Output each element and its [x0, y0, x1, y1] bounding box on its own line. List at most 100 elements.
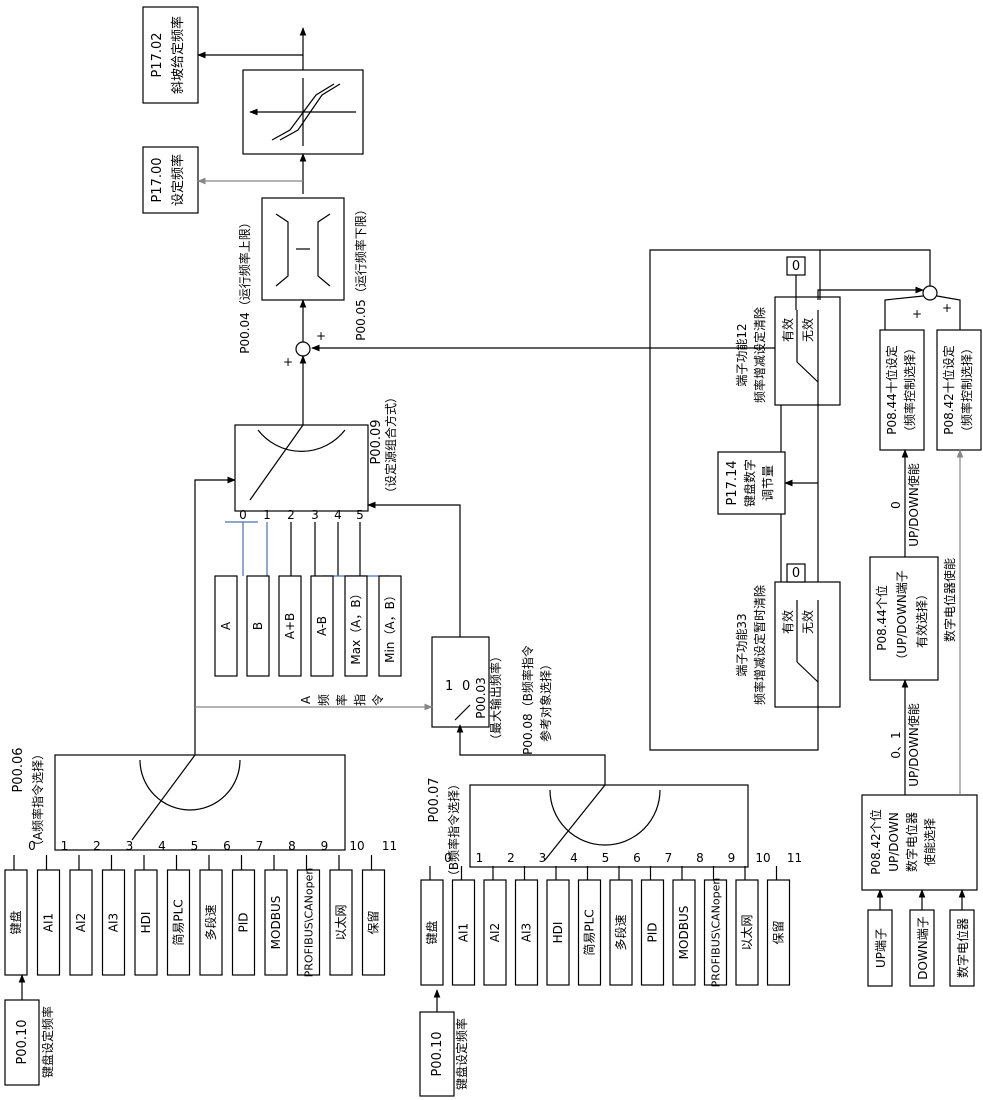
selA-option-7: PID — [231, 869, 256, 976]
a-cmd-char-4: 令 — [370, 694, 385, 706]
selA-pos-10: 10 — [349, 839, 364, 853]
combiner-pos-3: 3 — [311, 508, 319, 522]
selA-option-6: 多段速 — [199, 869, 223, 976]
limiter-upper-label: P00.04（运行频率上限） — [237, 216, 252, 354]
input-pot-box: 数字电位器 — [949, 909, 975, 987]
signal-updown-label-top: UP/DOWN使能 — [906, 463, 921, 547]
to-ud-sum-arrow — [817, 286, 924, 300]
input-pot-label: 数字电位器 — [955, 918, 970, 978]
combiner-option-label-2: A+B — [283, 613, 297, 640]
terminal33-on: 有效 — [780, 610, 795, 634]
switch-ref-label1: P00.08（B频率指令 — [520, 645, 535, 755]
terminal12-title: 端子功能12 — [735, 323, 749, 386]
selB-pos-9: 9 — [728, 851, 736, 865]
selA-pos-2: 2 — [93, 839, 101, 853]
combiner-option-label-3: A-B — [315, 616, 329, 636]
selA-option-label-9: PROFIBUS\CANopen — [303, 868, 316, 978]
selB-option-10: 以太网 — [735, 879, 759, 986]
selB-pos-5: 5 — [602, 851, 610, 865]
selA-pos-0: 0 — [28, 839, 36, 853]
selB-pos-4: 4 — [570, 851, 578, 865]
p1714-desc2: 调节量 — [761, 465, 775, 501]
selB-option-4: HDI — [546, 879, 570, 986]
selA-option-0: 键盘 — [4, 869, 28, 976]
combiner-option-label-5: Min（A，B） — [383, 589, 397, 663]
selB-option-label-0: 键盘 — [424, 920, 439, 944]
a-cmd-char-3: 指 — [352, 694, 367, 706]
p0842-unit-line4: 使能选择 — [922, 818, 937, 866]
selector-a-desc: （A频率指令选择） — [30, 748, 45, 852]
p0842-unit-line3: 数字电位器 — [904, 812, 919, 872]
selA-option-label-2: AI2 — [74, 913, 88, 932]
selector-a-block — [54, 754, 346, 851]
p1702-code: P17.02 — [150, 32, 165, 77]
selA-pos-11: 11 — [382, 839, 397, 853]
ud-sum-out-line — [820, 249, 931, 286]
p1714-desc1: 键盘数字 — [742, 459, 757, 507]
selB-option-8: MODBUS — [672, 879, 696, 986]
combiner-desc: （设定源组合方式） — [383, 391, 398, 499]
p0842-unit-box: P08.42个位 UP/DOWN 数字电位器 使能选择 — [861, 794, 978, 891]
terminal33-title: 端子功能33 — [735, 613, 749, 676]
selA-option-11: 保留 — [361, 869, 386, 976]
signal-updown-01: 0、1 — [889, 731, 903, 758]
selB-pos-7: 7 — [665, 851, 673, 865]
selA-pos-3: 3 — [126, 839, 134, 853]
selB-option-label-2: AI2 — [488, 923, 502, 942]
combiner-option-0: A — [214, 575, 238, 677]
selB-pos-2: 2 — [507, 851, 515, 865]
terminal33-subtitle: 频率增减设定暂时清除 — [752, 585, 767, 705]
selector-b-desc: （B频率指令选择） — [446, 778, 461, 882]
selB-pos-10: 10 — [755, 851, 770, 865]
selector-b-keypad-box: P00.10 键盘设定频率 — [419, 1011, 469, 1097]
selA-option-9: PROFIBUS\CANopen — [296, 868, 321, 978]
selector-a-keypad-box: P00.10 键盘设定频率 — [4, 999, 55, 1086]
combiner-pos-0: 0 — [239, 508, 247, 522]
p0844ten-to-sum-line — [884, 295, 924, 330]
selA-option-10: 以太网 — [329, 869, 353, 976]
p0844-ten-desc: （频率控制选择） — [902, 342, 917, 438]
selB-option-label-11: 保留 — [772, 920, 786, 944]
selB-pos-11: 11 — [787, 851, 802, 865]
switch-into-combiner-arrow — [367, 501, 461, 645]
selB-option-0: 键盘 — [420, 879, 444, 986]
combiner-pos-4: 4 — [334, 508, 342, 522]
combiner-pos-5: 5 — [356, 508, 364, 522]
selA-option-label-10: 以太网 — [333, 904, 348, 940]
signal-updown-label-bottom: UP/DOWN使能 — [906, 703, 921, 787]
selA-option-label-7: PID — [237, 912, 251, 932]
p0844-unit-box: P08.44个位 （UP/DOWN端子 有效选择） — [869, 556, 939, 681]
selA-option-label-11: 保留 — [367, 910, 381, 934]
combiner-option-3: A-B — [310, 575, 334, 677]
terminal33-switch — [774, 563, 841, 708]
input-down-box: DOWN端子 — [909, 909, 935, 987]
combiner-option-label-4: Max（A，B） — [349, 587, 363, 664]
selA-option-label-6: 多段速 — [203, 904, 218, 940]
selA-pos-7: 7 — [256, 839, 264, 853]
combiner-pos-1: 1 — [263, 508, 271, 522]
selA-pos-4: 4 — [158, 839, 166, 853]
selB-pos-0: 0 — [444, 851, 452, 865]
switch-ref-label2: 参考对象选择） — [538, 658, 553, 742]
p0842ten-to-sum-line — [936, 295, 961, 330]
selB-option-label-4: HDI — [551, 922, 565, 944]
selector-b-code: P00.07 — [427, 777, 442, 822]
p0842-unit-line2: UP/DOWN — [887, 812, 901, 872]
a-cmd-char-2: 率 — [334, 694, 349, 706]
selA-pos-9: 9 — [321, 839, 329, 853]
sum-ud-plus-right: + — [942, 301, 952, 315]
selB-option-5: 简易PLC — [577, 879, 602, 986]
combiner-option-label-1: B — [251, 622, 265, 630]
terminal33-zero: 0 — [792, 566, 800, 581]
signal-updown-0: 0 — [889, 501, 903, 509]
output-box-p1700: P17.00 设定频率 — [142, 146, 199, 214]
selA-pos-6: 6 — [223, 839, 231, 853]
selB-option-1: AI1 — [451, 879, 476, 986]
p1714-code: P17.14 — [725, 460, 740, 505]
combiner-block — [234, 424, 369, 512]
selA-option-label-0: 键盘 — [8, 910, 23, 934]
selB-pos-1: 1 — [476, 851, 484, 865]
selB-option-6: 多段速 — [609, 879, 633, 986]
p0842-ten-code: P08.42十位设定 — [941, 345, 956, 435]
